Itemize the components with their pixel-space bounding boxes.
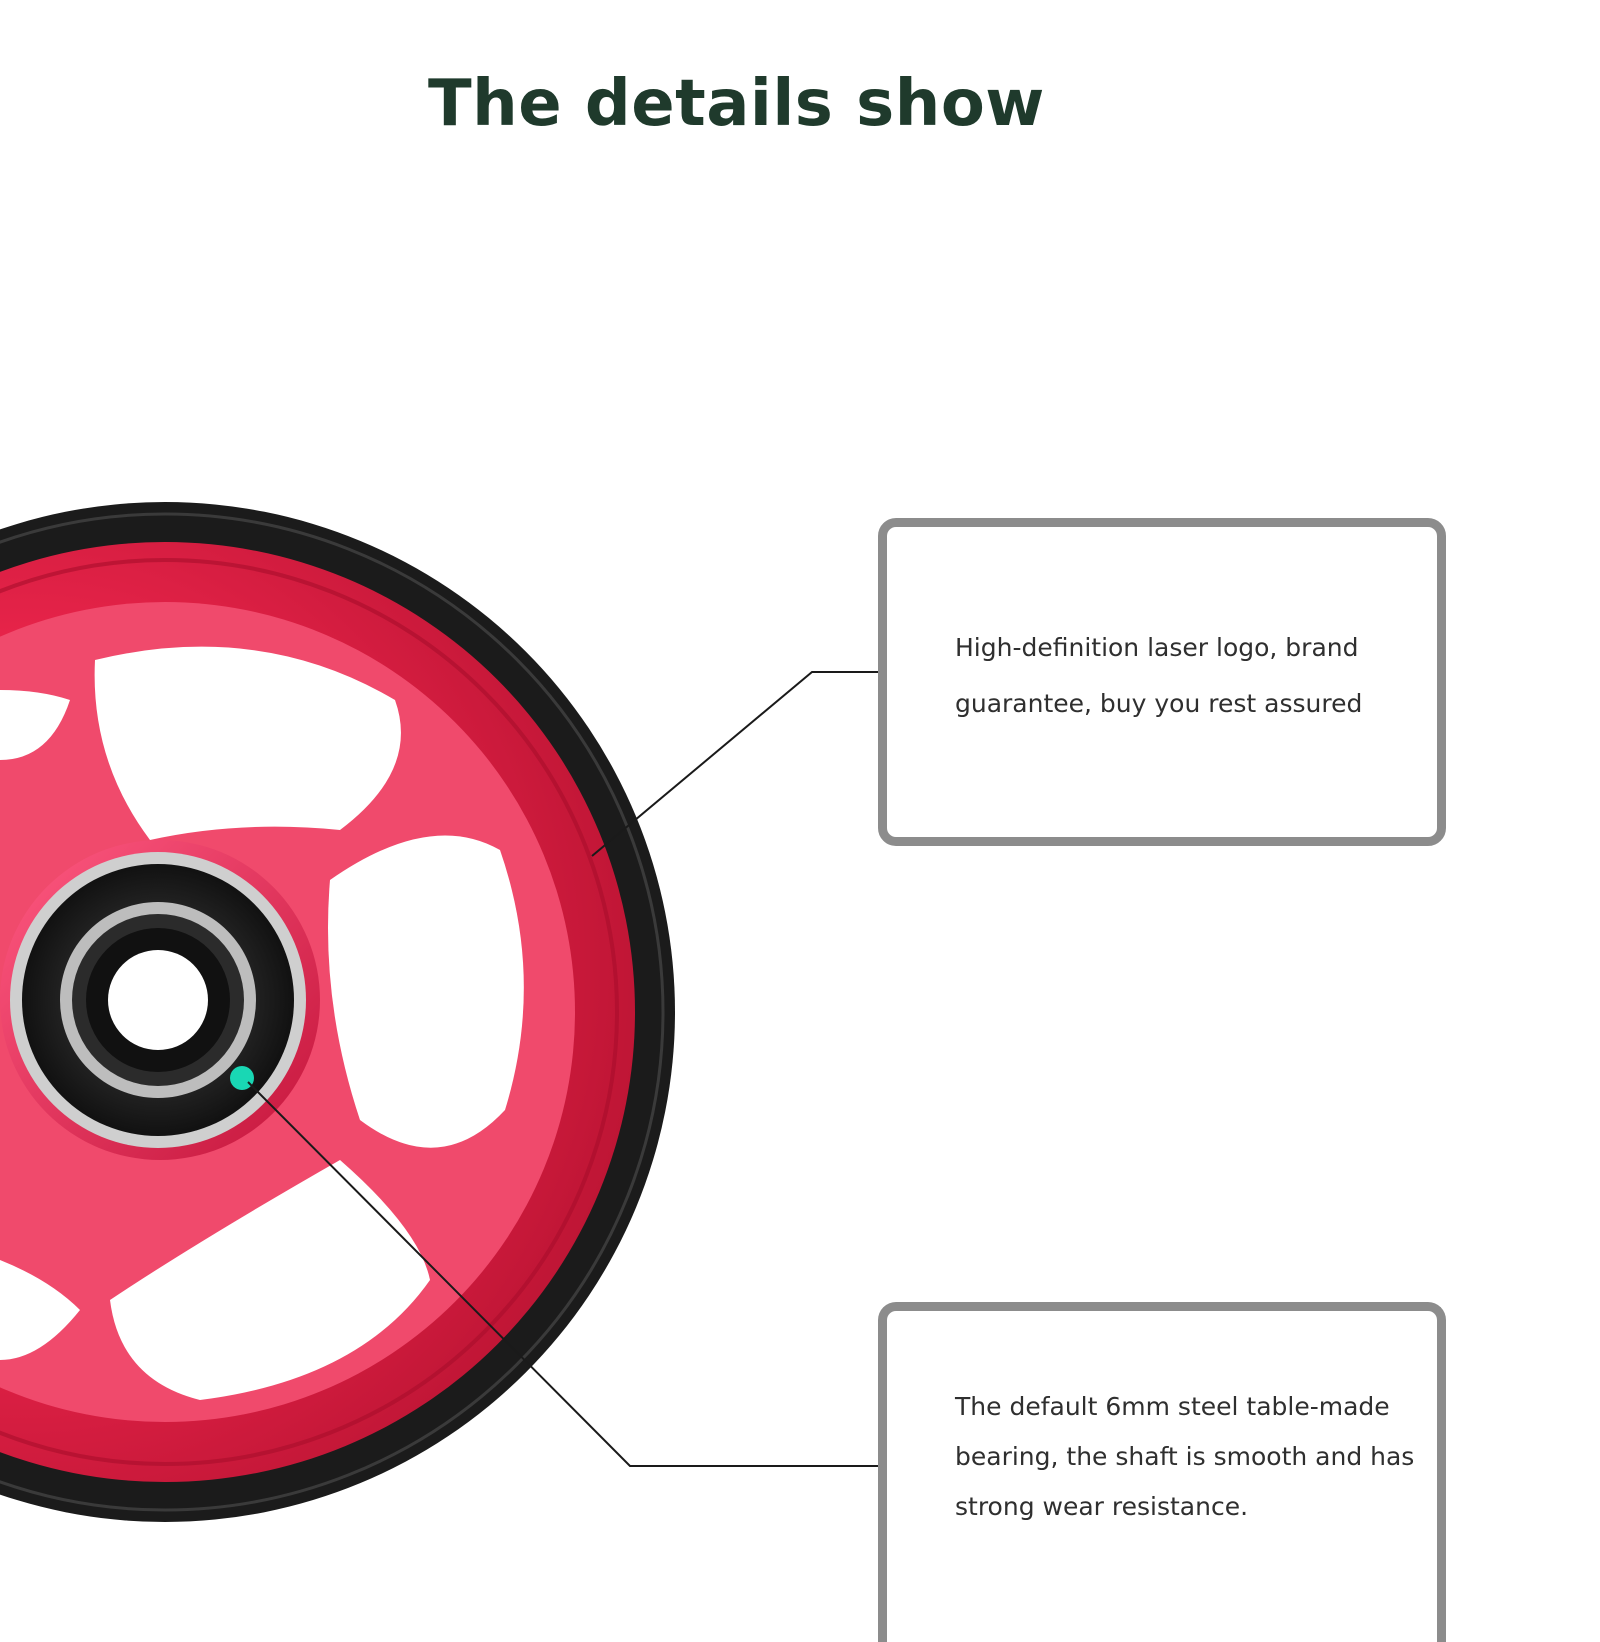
callout-line: High-definition laser logo, brand (955, 633, 1359, 662)
product-illustration (0, 502, 890, 1522)
callout-text-bearing: The default 6mm steel table-made bearing… (955, 1382, 1414, 1532)
leader-line-bottom (247, 1081, 890, 1467)
callout-line: The default 6mm steel table-made (955, 1392, 1390, 1421)
callout-box-laser-logo (878, 518, 1446, 846)
spoke-cutouts (0, 646, 524, 1400)
pulley-wheel (0, 502, 675, 1522)
bearing-marker-dot (230, 1066, 254, 1090)
page-title: The details show (428, 67, 1045, 141)
bearing (10, 852, 306, 1148)
callout-line: bearing, the shaft is smooth and has (955, 1442, 1415, 1471)
leader-line-top (591, 671, 890, 857)
callout-line: guarantee, buy you rest assured (955, 689, 1363, 718)
callout-box-bearing (878, 1302, 1446, 1642)
callout-text-laser-logo: High-definition laser logo, brand guaran… (955, 620, 1362, 732)
callout-line: strong wear resistance. (955, 1492, 1249, 1521)
